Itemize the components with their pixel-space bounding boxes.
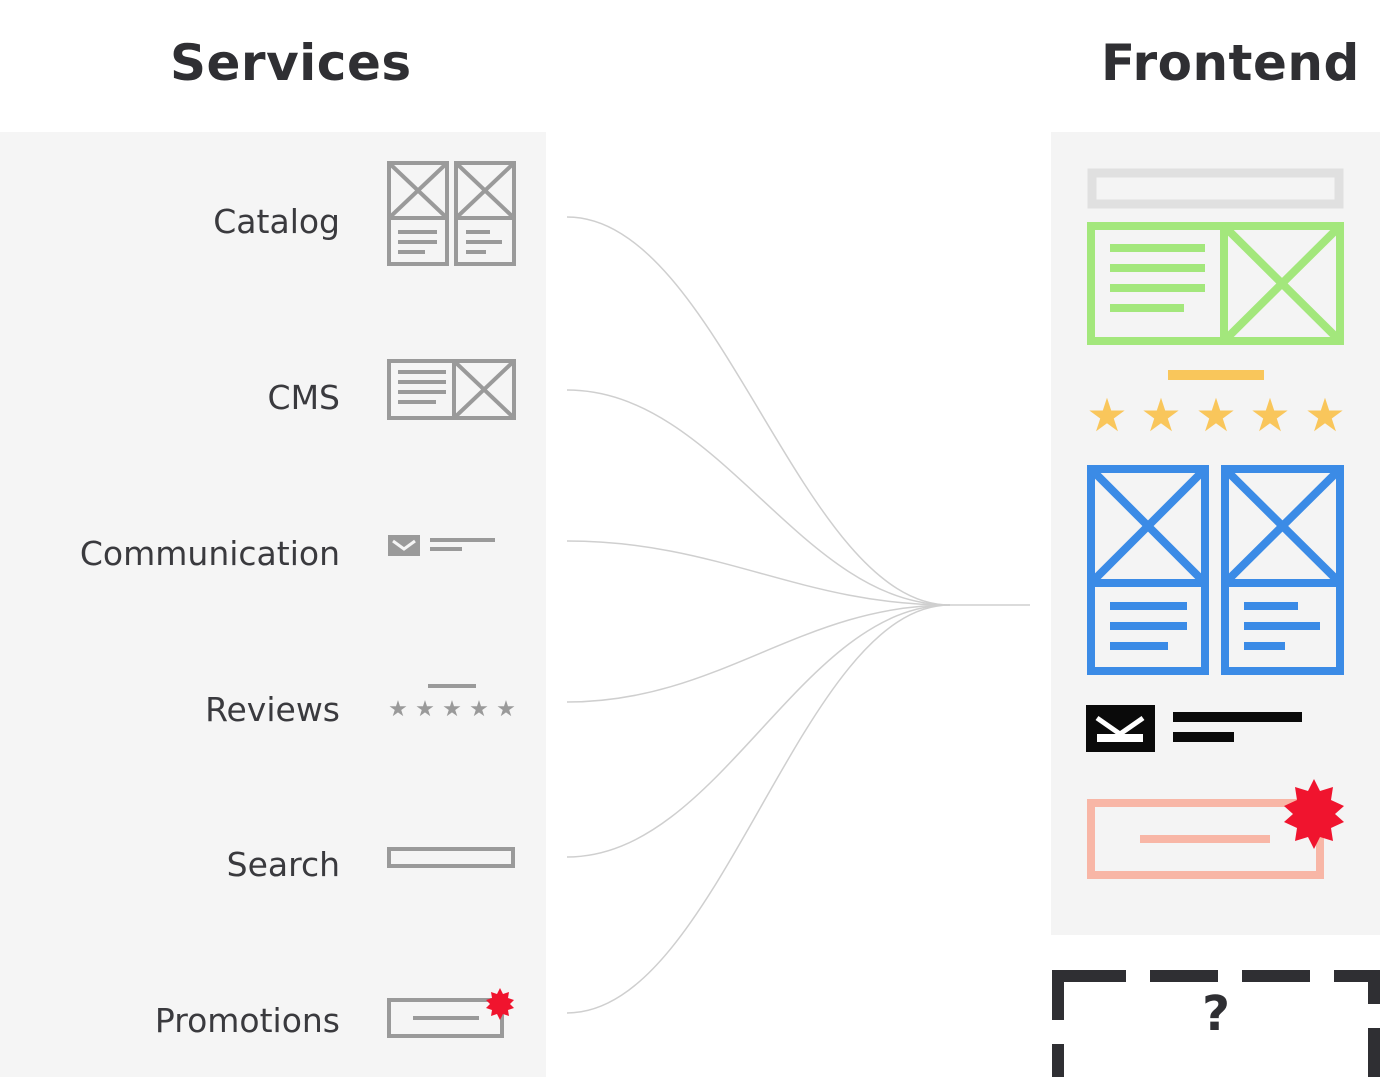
promotion-banner-icon [387,988,514,1038]
svg-text:★: ★ [496,697,516,722]
svg-text:★: ★ [1086,388,1127,442]
svg-text:★: ★ [442,697,462,722]
service-label-search: Search [226,845,340,884]
svg-text:★: ★ [1140,388,1181,442]
frontend-heading: Frontend [1101,34,1360,92]
search-bar-icon [387,847,515,868]
frontend-catalog-tiles [1087,465,1344,675]
frontend-cms-block [1087,222,1344,345]
question-mark-icon: ? [1202,986,1230,1042]
catalog-wireframe-icon [387,161,516,266]
svg-text:★: ★ [1304,388,1345,442]
frontend-reviews-stars: ★ ★ ★ ★ ★ [1086,370,1346,442]
svg-text:★: ★ [1249,388,1290,442]
connector-search [566,604,951,858]
service-label-cms: CMS [267,378,340,417]
cms-wireframe-icon [387,359,516,420]
service-label-communication: Communication [79,534,340,573]
services-heading: Services [170,34,412,92]
connector-catalog [566,216,951,606]
services-panel [0,132,546,1077]
connector-reviews [566,604,951,703]
connector-communication [566,540,951,606]
frontend-communication-row [1086,705,1302,752]
service-label-promotions: Promotions [154,1001,340,1040]
svg-text:★: ★ [388,697,408,722]
frontend-unknown-placeholder [1052,970,1380,1077]
svg-text:★: ★ [415,697,435,722]
communication-wireframe-icon [388,535,495,556]
service-label-reviews: Reviews [205,690,340,729]
promotion-badge-small [486,988,514,1020]
reviews-stars-icon: ★ ★ ★ ★ ★ [388,684,516,722]
service-label-catalog: Catalog [213,202,340,241]
frontend-search-bar [1087,168,1344,209]
svg-text:★: ★ [469,697,489,722]
svg-text:★: ★ [1195,388,1236,442]
connector-lines [566,216,1030,1014]
connector-cms [566,389,951,606]
frontend-promotion-banner [1087,779,1344,879]
connector-promotions [566,604,951,1014]
promotion-badge-large [1284,779,1344,849]
